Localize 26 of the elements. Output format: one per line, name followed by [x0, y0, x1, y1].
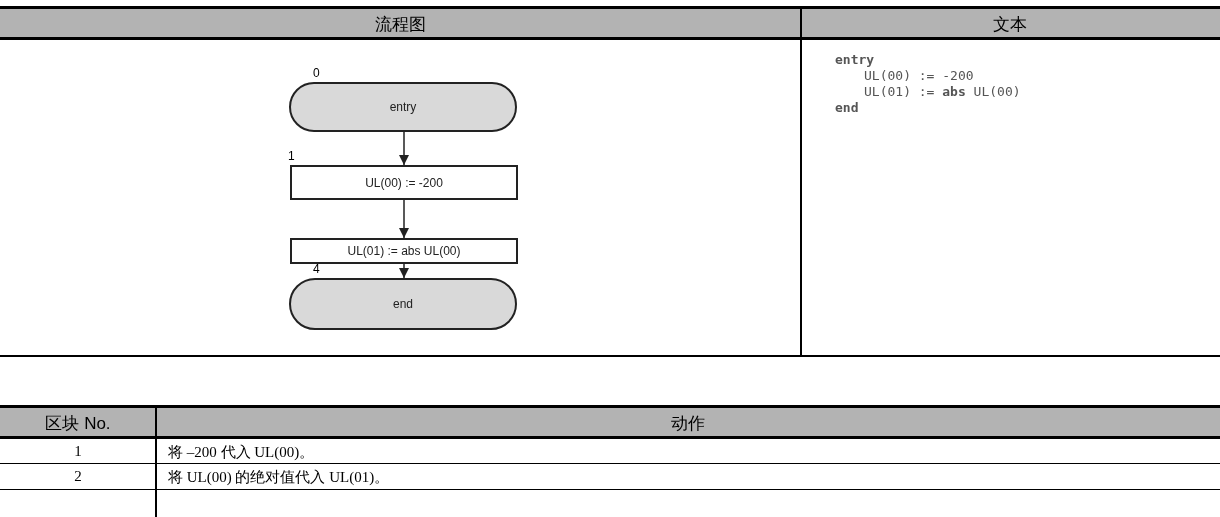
table-cell: 将 UL(00) 的绝对值代入 UL(01)。 — [168, 468, 390, 487]
node-text: UL(01) := abs UL(00) — [347, 244, 461, 258]
node-text: UL(00) := -200 — [365, 175, 443, 190]
step-number: 4 — [313, 262, 320, 276]
table-cell: 2 — [74, 468, 82, 485]
step-number: 1 — [288, 149, 295, 163]
node-text: entry — [389, 100, 417, 114]
arrow — [399, 131, 409, 166]
column-header: 文本 — [993, 14, 1027, 36]
table-cell: 1 — [74, 443, 82, 460]
arrow — [399, 263, 409, 279]
terminal-shape — [289, 278, 517, 330]
node-text: end — [393, 297, 413, 311]
terminal-shape — [289, 82, 517, 132]
table-cell: 将 –200 代入 UL(00)。 — [168, 443, 315, 462]
column-header: 流程图 — [374, 14, 426, 36]
column-header: 动作 — [671, 413, 705, 435]
process-box — [290, 165, 518, 200]
arrow — [399, 199, 409, 239]
column-header: 区块 No. — [45, 413, 111, 435]
code-line: UL(00) := -200 — [864, 68, 974, 83]
code-line: UL(01) := abs UL(00) — [864, 84, 1021, 99]
process-box — [290, 238, 518, 264]
code-line: end — [835, 100, 859, 115]
step-number: 0 — [313, 66, 320, 80]
code-line: entry — [835, 52, 875, 67]
